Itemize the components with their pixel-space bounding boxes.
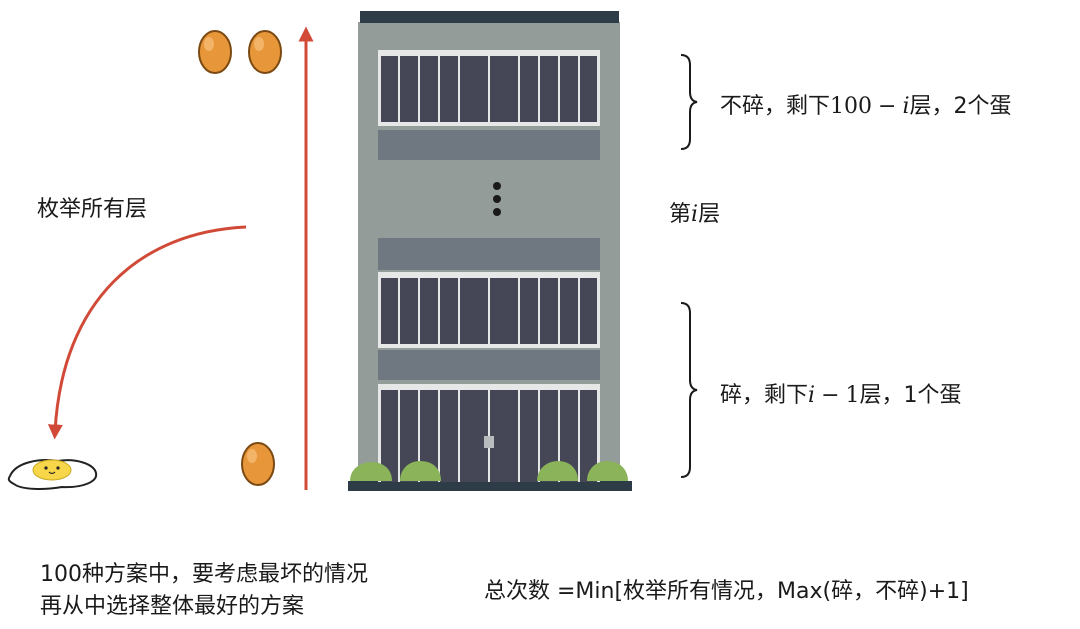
lower-variable: i xyxy=(808,383,816,408)
note-line-2: 再从中选择整体最好的方案 xyxy=(40,594,305,619)
upper-suffix: 层，2个蛋 xyxy=(909,94,1012,119)
floor-i-label: 第i层 xyxy=(669,201,720,229)
bush xyxy=(350,461,628,481)
formula-text: 总次数 =Min[枚举所有情况，Max(碎，不碎)+1] xyxy=(484,579,969,604)
floor-suffix: 层 xyxy=(698,202,721,227)
upper-variable: i xyxy=(902,94,910,119)
lower-number: 1 xyxy=(845,383,860,408)
floor-variable: i xyxy=(691,202,699,227)
brace-icon xyxy=(680,302,698,478)
ellipsis-dots-icon xyxy=(493,182,501,216)
not-broken-case-label: 不碎，剩下100−i层，2个蛋 xyxy=(720,93,1012,121)
building-icon xyxy=(348,11,632,491)
lower-prefix: 碎，剩下 xyxy=(720,383,809,408)
floor-prefix: 第 xyxy=(669,202,692,227)
egg-icon xyxy=(198,30,232,74)
lower-suffix: 层，1个蛋 xyxy=(859,383,962,408)
falling-arrow xyxy=(47,225,247,440)
enumerate-floors-label: 枚举所有层 xyxy=(37,197,148,222)
egg-icon xyxy=(248,30,282,74)
egg-icon xyxy=(241,442,275,486)
upper-prefix: 不碎，剩下 xyxy=(720,94,831,119)
upper-number: 100 xyxy=(830,94,873,119)
broken-case-label: 碎，剩下i−1层，1个蛋 xyxy=(720,382,962,410)
lower-operator: − xyxy=(821,383,840,408)
brace-icon xyxy=(680,54,698,150)
note-line-1: 100种方案中，要考虑最坏的情况 xyxy=(40,562,368,587)
upper-operator: − xyxy=(878,94,897,119)
broken-egg-icon xyxy=(7,459,98,490)
